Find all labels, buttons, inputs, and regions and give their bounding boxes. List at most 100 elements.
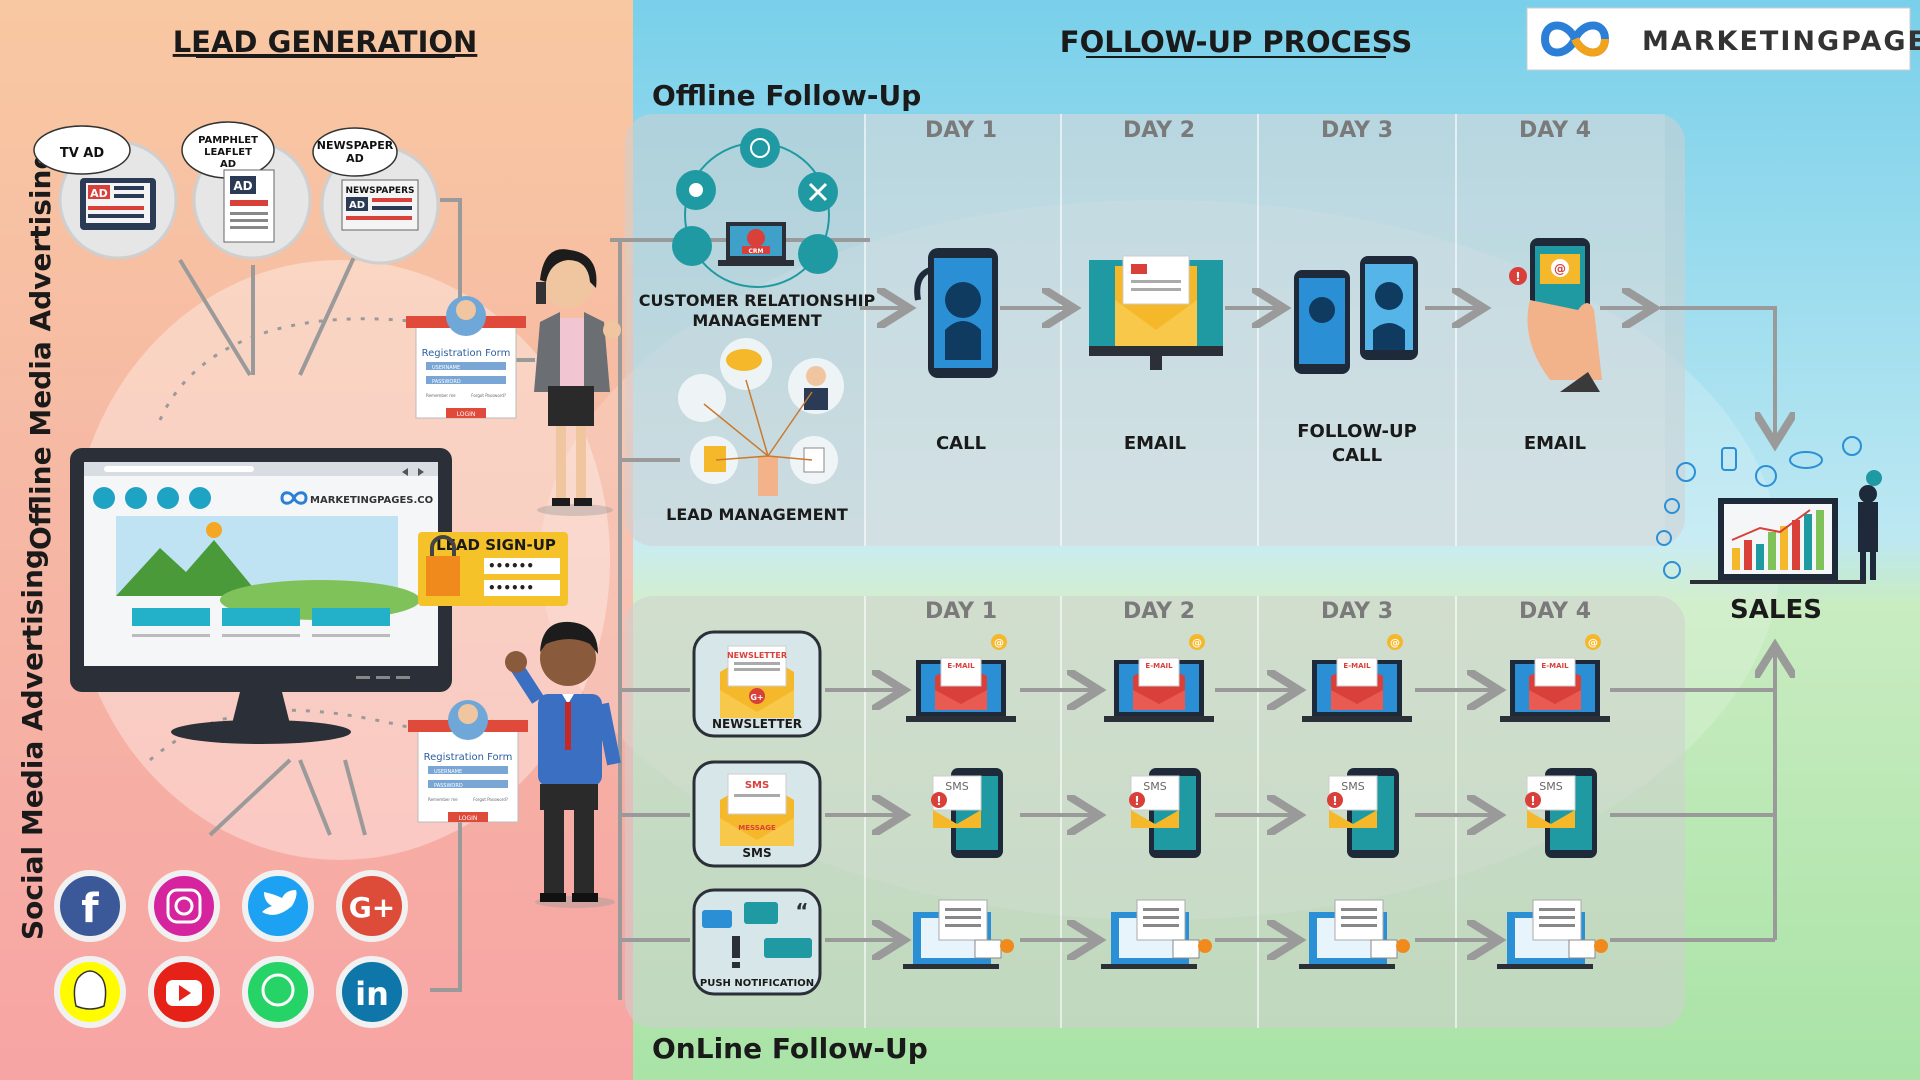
registration-form-top: Registration Form USERNAME PASSWORD Reme… — [406, 296, 526, 419]
sales-label: SALES — [1730, 595, 1822, 625]
card-icon — [157, 487, 179, 509]
offline-step-2-label: EMAIL — [1124, 433, 1186, 454]
lead-management-label: LEAD MANAGEMENT — [666, 505, 848, 524]
lead-generation-heading: LEAD GENERATION — [173, 25, 478, 59]
online-day-2: DAY 2 — [1123, 599, 1195, 624]
svg-text:Remember me: Remember me — [426, 393, 456, 398]
svg-text:Registration Form: Registration Form — [424, 752, 513, 763]
svg-text:USERNAME: USERNAME — [432, 365, 460, 371]
svg-text:E-MAIL: E-MAIL — [1145, 662, 1173, 670]
offline-day-3: DAY 3 — [1321, 118, 1393, 143]
home-icon — [93, 487, 115, 509]
svg-text:SMS: SMS — [1341, 780, 1364, 793]
whatsapp-icon[interactable] — [242, 956, 314, 1028]
svg-text:PAMPHLET: PAMPHLET — [198, 135, 258, 146]
svg-text:LOGIN: LOGIN — [459, 815, 478, 822]
svg-text:CRM: CRM — [749, 248, 764, 255]
email-laptop-icon: E-MAIL @ — [906, 634, 1016, 722]
svg-text:Forgot Password?: Forgot Password? — [473, 797, 508, 802]
brand-logo: MARKETINGPAGES.CO — [1526, 7, 1920, 71]
svg-text:G+: G+ — [349, 891, 395, 924]
crm-label-line2: MANAGEMENT — [692, 311, 821, 330]
pointer-hand-icon — [758, 456, 778, 496]
online-day-3: DAY 3 — [1321, 599, 1393, 624]
svg-text:NEWSPAPERS: NEWSPAPERS — [346, 186, 415, 196]
svg-text:••••••: •••••• — [488, 581, 534, 595]
offline-day-1: DAY 1 — [925, 118, 997, 143]
brand-name: MARKETINGPAGES.CO — [1642, 26, 1920, 57]
push-laptop-icon — [1497, 899, 1608, 969]
tv-ad-bubble: TV AD AD — [33, 125, 178, 260]
search-icon — [1676, 462, 1696, 482]
svg-text:@: @ — [994, 638, 1004, 649]
social-icons: f G+ in — [54, 870, 408, 1028]
email-monitor-icon — [1089, 255, 1223, 370]
svg-text:SMS: SMS — [745, 780, 769, 791]
svg-text:f: f — [81, 886, 99, 932]
svg-text:E-MAIL: E-MAIL — [947, 662, 975, 670]
svg-text:Forgot Password?: Forgot Password? — [471, 393, 506, 398]
offline-media-label: Offline Media Advertising — [24, 150, 57, 550]
svg-text:AD: AD — [346, 152, 364, 165]
lock-icon — [426, 556, 460, 596]
follow-up-call-phones-icon — [1294, 256, 1418, 374]
clipboard-icon — [798, 234, 838, 274]
online-flow-arrows — [620, 650, 1775, 940]
svg-text:!: ! — [1134, 794, 1139, 808]
linkedin-icon[interactable] — [336, 956, 408, 1028]
svg-text:!: ! — [1515, 270, 1520, 284]
website-monitor: MARKETINGPAGES.CO — [70, 448, 452, 744]
svg-text:PASSWORD: PASSWORD — [432, 379, 461, 385]
sms-phone-icon: SMS! — [1327, 768, 1399, 858]
clock-icon — [740, 128, 780, 168]
facebook-icon[interactable] — [54, 870, 126, 942]
online-day-1: DAY 1 — [925, 599, 997, 624]
svg-text:@: @ — [1554, 262, 1566, 276]
newsletter-channel: NEWSLETTER G+ NEWSLETTER — [692, 630, 822, 738]
sms-phone-icon: SMS! — [1525, 768, 1597, 858]
online-day-4: DAY 4 — [1519, 599, 1591, 624]
woman-with-phone — [534, 249, 621, 516]
svg-text:!: ! — [1332, 794, 1337, 808]
offline-day-4: DAY 4 — [1519, 118, 1591, 143]
instagram-icon[interactable] — [148, 870, 220, 942]
svg-text:SMS: SMS — [945, 780, 968, 793]
svg-text:!: ! — [1530, 794, 1535, 808]
email-laptop-icon: E-MAIL@ — [1104, 634, 1214, 722]
lead-signup-card: LEAD SIGN-UP •••••• •••••• — [418, 532, 568, 606]
money-bag-icon — [1842, 436, 1862, 456]
sms-channel: SMS MESSAGE SMS — [692, 760, 822, 868]
svg-text:NEWSPAPER: NEWSPAPER — [317, 139, 394, 152]
svg-text:in: in — [355, 975, 389, 1013]
svg-text:AD: AD — [233, 179, 252, 193]
svg-text:Registration Form: Registration Form — [422, 348, 511, 359]
mobile-icon — [1721, 447, 1737, 471]
businessman-waving — [505, 621, 621, 908]
hand-icon — [678, 374, 726, 422]
follow-up-process-heading: FOLLOW-UP PROCESS — [1060, 25, 1412, 59]
svg-text:LEAFLET: LEAFLET — [204, 147, 252, 158]
offline-step-3-label-line1: FOLLOW-UP — [1297, 421, 1417, 442]
cart-icon — [125, 487, 147, 509]
svg-text:LEAD SIGN-UP: LEAD SIGN-UP — [436, 536, 556, 554]
registration-form-bottom: Registration Form USERNAME PASSWORD Reme… — [408, 700, 528, 823]
newspaper-ad-bubble: NEWSPAPER AD NEWSPAPERS AD — [312, 127, 440, 265]
svg-text:NEWSLETTER: NEWSLETTER — [727, 651, 787, 660]
email-laptop-icon: E-MAIL@ — [1500, 634, 1610, 722]
call-phone-icon — [914, 248, 998, 378]
sms-phone-icon: SMS! — [1129, 768, 1201, 858]
crm-hub: CRM CUSTOMER RELATIONSHIP MANAGEMENT — [639, 128, 876, 330]
svg-text:AD: AD — [220, 159, 236, 170]
clock-icon — [1755, 465, 1777, 487]
offline-day-2: DAY 2 — [1123, 118, 1195, 143]
svg-text:AD: AD — [90, 187, 108, 200]
svg-text:USERNAME: USERNAME — [434, 769, 462, 775]
push-notification-channel: “ PUSH NOTIFICATION — [692, 888, 822, 996]
google-plus-icon[interactable] — [336, 870, 408, 942]
svg-text:••••••: •••••• — [488, 559, 534, 573]
email-laptop-icon: E-MAIL@ — [1302, 634, 1412, 722]
svg-text:E-MAIL: E-MAIL — [1541, 662, 1569, 670]
svg-text:!: ! — [936, 794, 941, 808]
monitor-brand: MARKETINGPAGES.CO — [310, 495, 433, 506]
